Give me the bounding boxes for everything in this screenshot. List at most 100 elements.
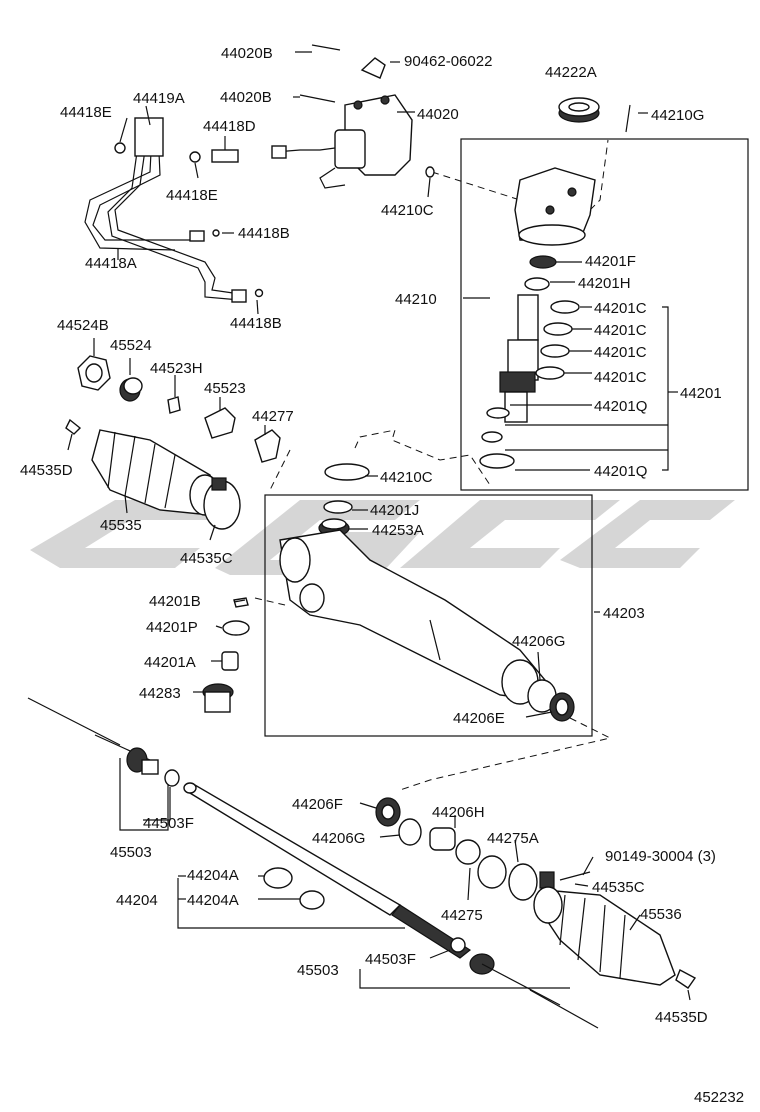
clamp-90462 [360,57,386,79]
seal-rings-44201c [535,300,580,380]
boot-45536 [533,886,676,986]
part-label: 44275 [441,907,483,924]
leader-lines [67,51,691,1001]
nut-44524b [77,355,111,391]
part-label: 44503F [365,951,416,968]
assembly-line [589,139,609,211]
part-label: 44418A [85,255,137,272]
part-label: 44418E [166,187,218,204]
bolt-44210g [625,104,631,133]
part-label: 44222A [545,64,597,81]
washer-44418b [254,288,264,298]
bolt-44418d [211,149,239,163]
box-44210-group [460,138,749,491]
part-label: 45523 [204,380,246,397]
part-label: 44277 [252,408,294,425]
part-label: 44201J [370,502,419,519]
part-label: 44419A [133,90,185,107]
spring-44523h [167,396,181,414]
part-label: 44253A [372,522,424,539]
part-label: 44201F [585,253,636,270]
part-label: 44204A [187,892,239,909]
snap-ring-44275a [508,863,538,901]
part-label: 44535C [180,550,233,567]
part-label: 44020B [220,89,272,106]
part-label: 44020 [417,106,459,123]
part-label: 44203 [603,605,645,622]
part-label: 45535 [100,517,142,534]
part-label: 44206F [292,796,343,813]
part-label: 44418B [238,225,290,242]
part-label: 44020B [221,45,273,62]
washer-44418e [114,142,126,154]
control-valve [271,94,413,189]
assembly-line [399,717,612,791]
guide-45523 [204,407,236,439]
oring-44210c [425,166,435,178]
bolt-44020b [311,44,341,51]
part-label: 44535D [655,1009,708,1026]
part-label: 90149-30004 (3) [605,848,716,865]
leader-44204 [177,878,405,929]
washer-44503f [164,769,180,787]
bearing-44201f [529,255,557,269]
washer-44418e [189,151,201,163]
watermark-logo [30,500,735,575]
part-label: 44201B [149,593,201,610]
oring-44204a [299,890,325,910]
clip-44535d [65,418,82,435]
part-label: 44524B [57,317,109,334]
valve-shaft [499,294,539,423]
guide-44201a [221,651,239,671]
part-label: 44418D [203,118,256,135]
assembly-line [254,597,286,606]
part-label: 44503F [143,815,194,832]
seal-44206f [375,797,401,827]
part-label: 44418B [230,315,282,332]
part-label: 44201Q [594,463,647,480]
part-label: 44210C [380,469,433,486]
box-44203-group [264,494,593,737]
assembly-line [431,171,521,201]
rings-44201q [479,407,515,469]
part-label: 452232 [694,1089,744,1106]
bolt-44020b [299,94,336,103]
tie-rod-end-left [27,697,159,775]
part-label: 44204 [116,892,158,909]
bearing-44201h [524,277,550,291]
clamp-44535c [203,477,241,530]
part-label: 44201C [594,322,647,339]
part-label: 44206E [453,710,505,727]
assembly-line [269,449,291,491]
bolt-90149 [559,871,591,881]
stopper-44275 [455,839,507,889]
part-label: 44206G [512,633,565,650]
part-label: 45503 [297,962,339,979]
tie-rod-end-right [469,953,599,1029]
spring-44201b [233,597,249,608]
part-label: 44204A [187,867,239,884]
part-label: 44201C [594,300,647,317]
oring-44204a [263,867,293,889]
part-label: 44201P [146,619,198,636]
cap-45524 [119,377,143,402]
clip-44535d [675,969,697,989]
part-label: 45536 [640,906,682,923]
oring-44210c [324,463,370,481]
part-label: 44275A [487,830,539,847]
assembly-line [354,429,491,486]
part-label: 44201C [594,369,647,386]
oring-44206h [429,827,456,851]
part-labels: 44020B 90462-06022 44222A 44418E 44419A 44020… [20,45,744,1106]
clamp-44535c [539,871,555,889]
part-label: 44201 [680,385,722,402]
part-label: 45503 [110,844,152,861]
washer-44503f [450,937,466,953]
part-label: 44201H [578,275,631,292]
part-label: 44523H [150,360,203,377]
part-label: 90462-06022 [404,53,492,70]
pressure-tube-assembly [84,117,247,303]
leader-45503 [359,969,570,989]
